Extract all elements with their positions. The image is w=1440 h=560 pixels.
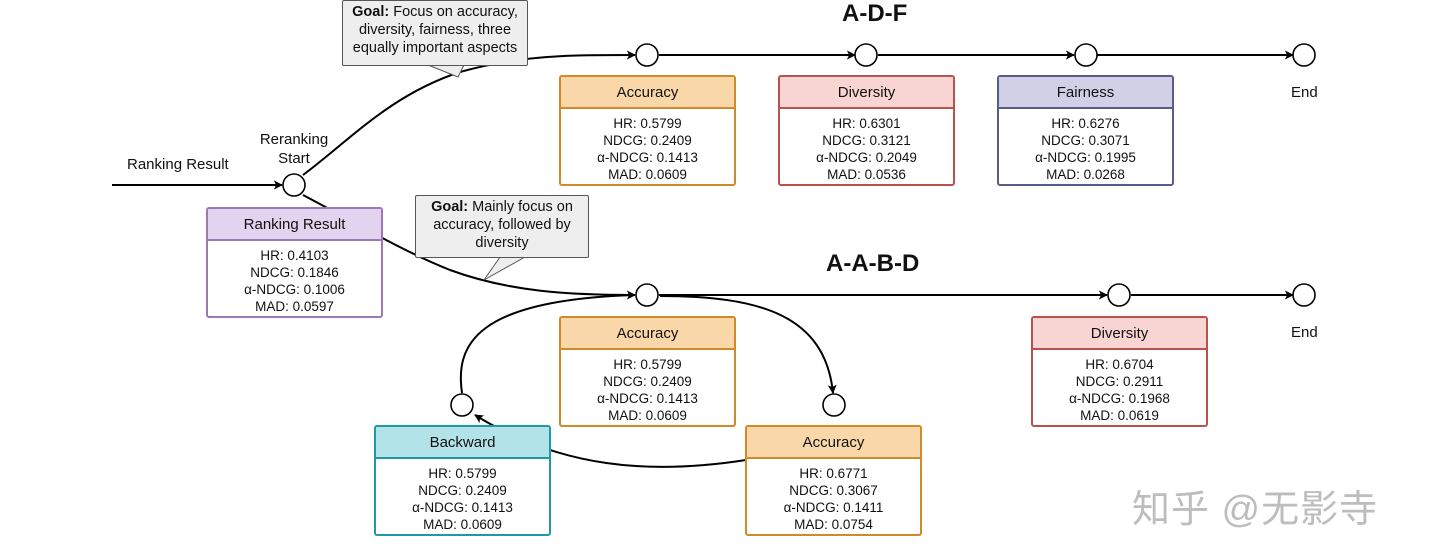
metric-alpha-ndcg: α-NDCG: 0.1995 <box>1035 150 1136 165</box>
metric-ndcg: NDCG: 0.3121 <box>822 133 911 148</box>
end-label-top: End <box>1291 84 1318 101</box>
box-title: Ranking Result <box>208 209 381 241</box>
metric-ndcg: NDCG: 0.1846 <box>250 265 339 280</box>
title-adf: A-D-F <box>842 0 908 27</box>
metric-mad: MAD: 0.0754 <box>794 517 873 532</box>
loop-back-edge <box>459 294 636 394</box>
metric-alpha-ndcg: α-NDCG: 0.1413 <box>412 500 513 515</box>
callout-bottom-tail <box>483 256 526 281</box>
box-title: Diversity <box>780 77 953 109</box>
metric-hr: HR: 0.5799 <box>613 357 682 372</box>
metric-hr: HR: 0.6301 <box>832 116 901 131</box>
ranking-result-box: Ranking Result HR: 0.4103 NDCG: 0.1846 α… <box>206 207 383 318</box>
node-top-1 <box>635 43 659 67</box>
top-accuracy-box: Accuracy HR: 0.5799 NDCG: 0.2409 α-NDCG:… <box>559 75 736 186</box>
node-bottom-end <box>1292 283 1316 307</box>
metric-mad: MAD: 0.0536 <box>827 167 906 182</box>
box-title: Backward <box>376 427 549 459</box>
end-label-bottom: End <box>1291 324 1318 341</box>
node-bottom-1 <box>635 283 659 307</box>
loop-forward-edge <box>659 295 837 394</box>
metric-ndcg: NDCG: 0.2911 <box>1075 374 1164 389</box>
box-title: Accuracy <box>561 318 734 350</box>
box-title: Accuracy <box>561 77 734 109</box>
metric-ndcg: NDCG: 0.3071 <box>1041 133 1130 148</box>
metric-ndcg: NDCG: 0.2409 <box>603 133 692 148</box>
box-title: Fairness <box>999 77 1172 109</box>
input-label: Ranking Result <box>127 156 229 173</box>
title-aabd: A-A-B-D <box>826 250 920 277</box>
metric-mad: MAD: 0.0597 <box>255 299 334 314</box>
metric-alpha-ndcg: α-NDCG: 0.1413 <box>597 150 698 165</box>
metric-ndcg: NDCG: 0.2409 <box>418 483 507 498</box>
node-top-end <box>1292 43 1316 67</box>
watermark: 知乎 @无影寺 <box>1132 489 1379 531</box>
metric-hr: HR: 0.6771 <box>799 466 868 481</box>
metric-mad: MAD: 0.0619 <box>1080 408 1159 423</box>
node-top-2 <box>854 43 878 67</box>
metric-alpha-ndcg: α-NDCG: 0.2049 <box>816 150 917 165</box>
metric-ndcg: NDCG: 0.3067 <box>789 483 878 498</box>
metric-hr: HR: 0.4103 <box>260 248 329 263</box>
metric-hr: HR: 0.5799 <box>428 466 497 481</box>
node-top-3 <box>1074 43 1098 67</box>
box-title: Diversity <box>1033 318 1206 350</box>
metric-alpha-ndcg: α-NDCG: 0.1413 <box>597 391 698 406</box>
bottom-accuracy-box-1: Accuracy HR: 0.5799 NDCG: 0.2409 α-NDCG:… <box>559 316 736 427</box>
top-diversity-box: Diversity HR: 0.6301 NDCG: 0.3121 α-NDCG… <box>778 75 955 186</box>
callout-top-tail <box>427 64 465 78</box>
bottom-accuracy-box-2: Accuracy HR: 0.6771 NDCG: 0.3067 α-NDCG:… <box>745 425 922 536</box>
goal-callout-bottom: Goal: Mainly focus on accuracy, followed… <box>415 195 589 258</box>
reranking-start-label: Reranking Start <box>259 131 329 167</box>
metric-alpha-ndcg: α-NDCG: 0.1006 <box>244 282 345 297</box>
box-title: Accuracy <box>747 427 920 459</box>
node-loop-right <box>822 393 846 417</box>
bottom-backward-box: Backward HR: 0.5799 NDCG: 0.2409 α-NDCG:… <box>374 425 551 536</box>
metric-mad: MAD: 0.0609 <box>608 167 687 182</box>
top-fairness-box: Fairness HR: 0.6276 NDCG: 0.3071 α-NDCG:… <box>997 75 1174 186</box>
metric-alpha-ndcg: α-NDCG: 0.1411 <box>783 500 884 515</box>
metric-mad: MAD: 0.0609 <box>608 408 687 423</box>
metric-hr: HR: 0.6704 <box>1085 357 1154 372</box>
goal-callout-top: Goal: Focus on accuracy, diversity, fair… <box>342 0 528 66</box>
metric-ndcg: NDCG: 0.2409 <box>603 374 692 389</box>
metric-hr: HR: 0.6276 <box>1051 116 1120 131</box>
node-loop-left <box>450 393 474 417</box>
node-start <box>282 173 306 197</box>
metric-alpha-ndcg: α-NDCG: 0.1968 <box>1069 391 1170 406</box>
node-bottom-2 <box>1107 283 1131 307</box>
metric-mad: MAD: 0.0609 <box>423 517 502 532</box>
bottom-diversity-box: Diversity HR: 0.6704 NDCG: 0.2911 α-NDCG… <box>1031 316 1208 427</box>
metric-mad: MAD: 0.0268 <box>1046 167 1125 182</box>
metric-hr: HR: 0.5799 <box>613 116 682 131</box>
